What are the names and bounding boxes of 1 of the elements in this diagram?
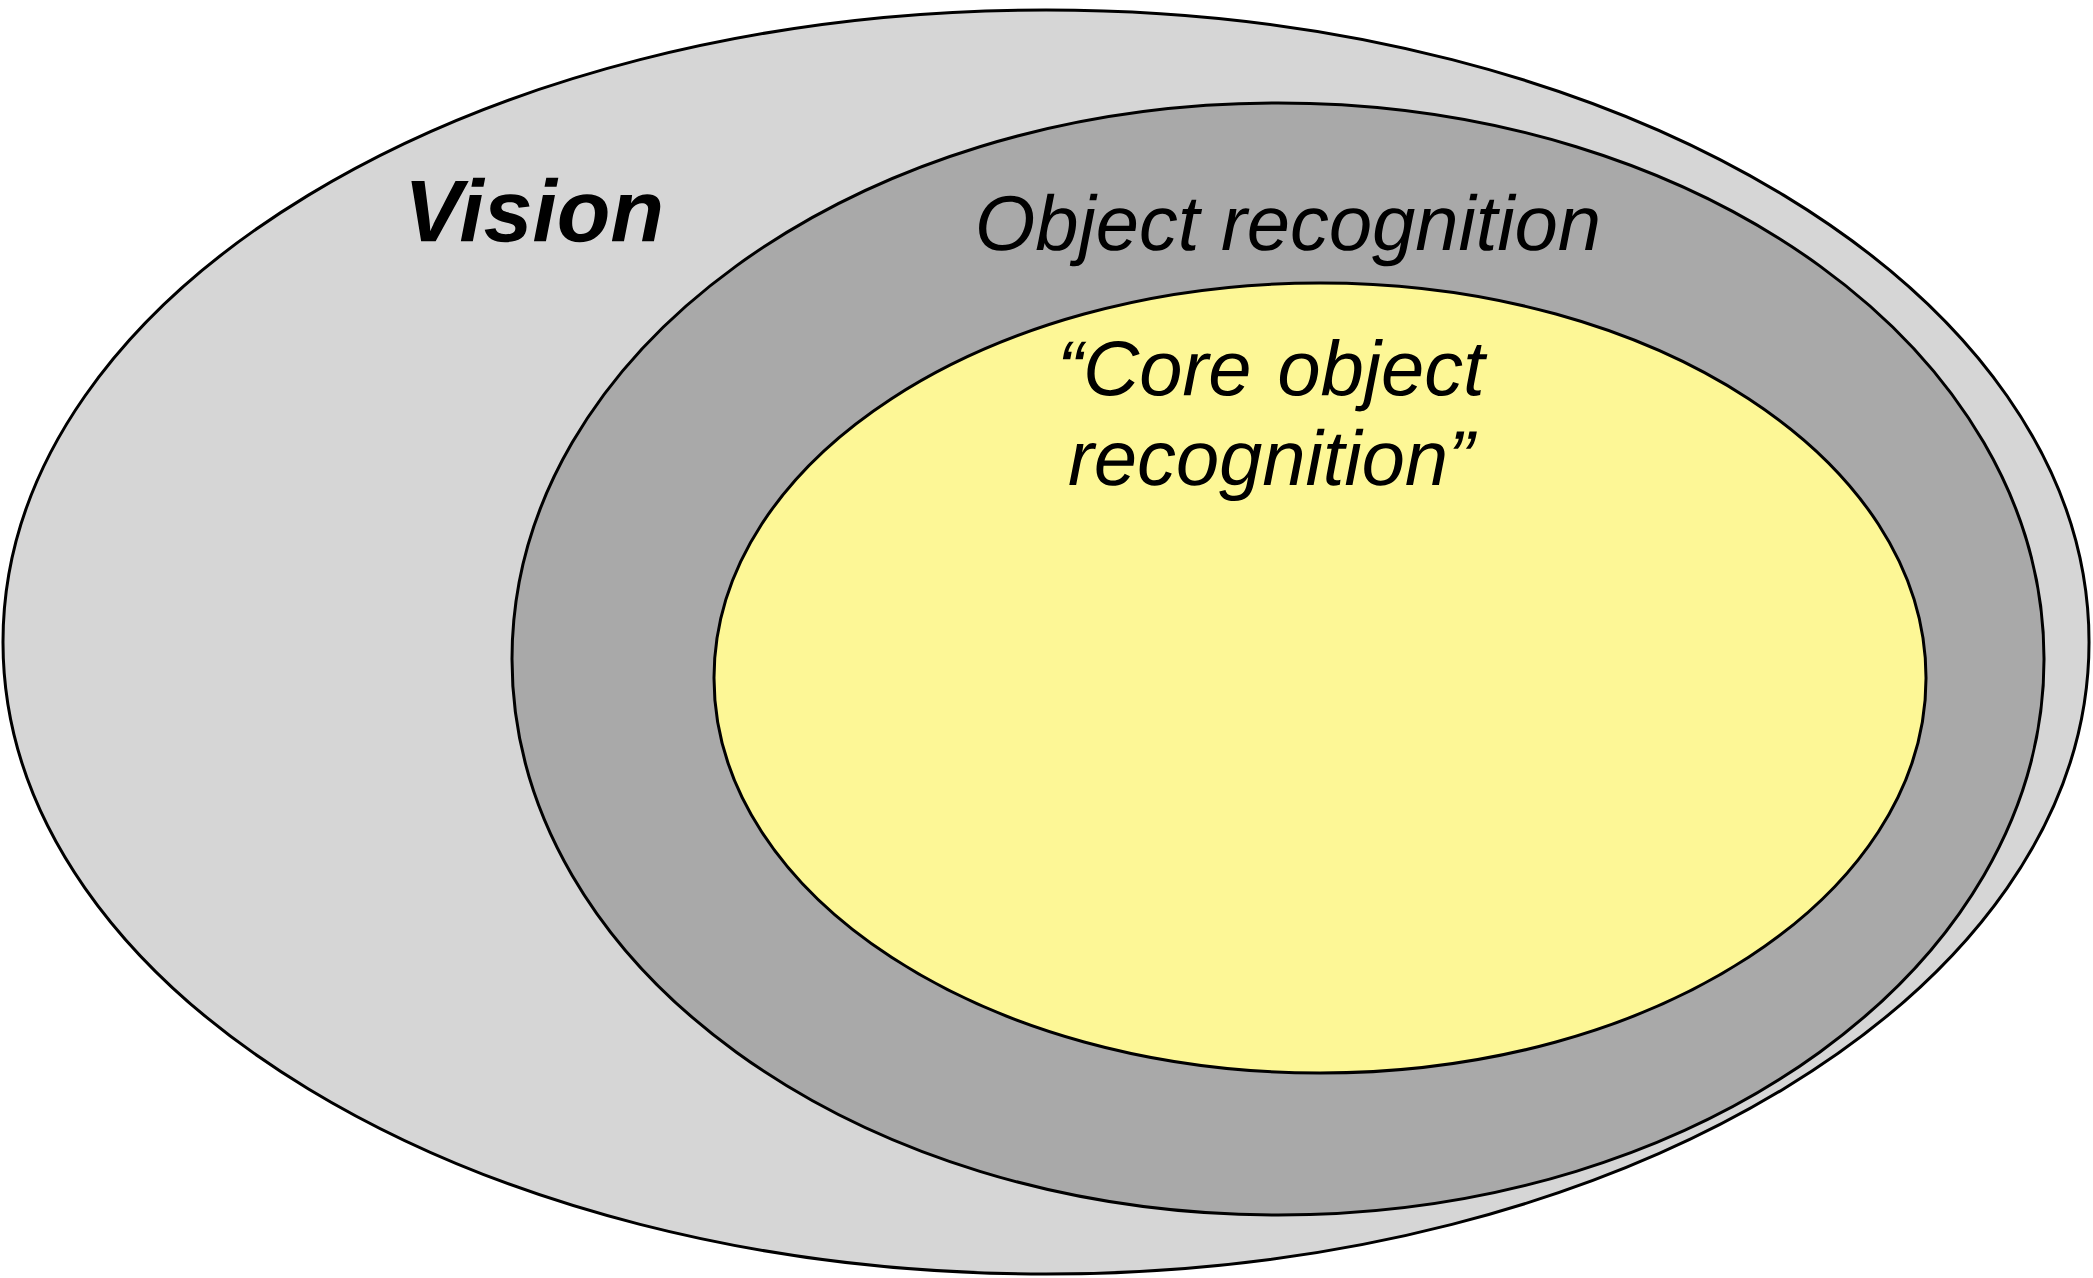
ellipse-region: “Core object recognition”: [712, 281, 1928, 1075]
